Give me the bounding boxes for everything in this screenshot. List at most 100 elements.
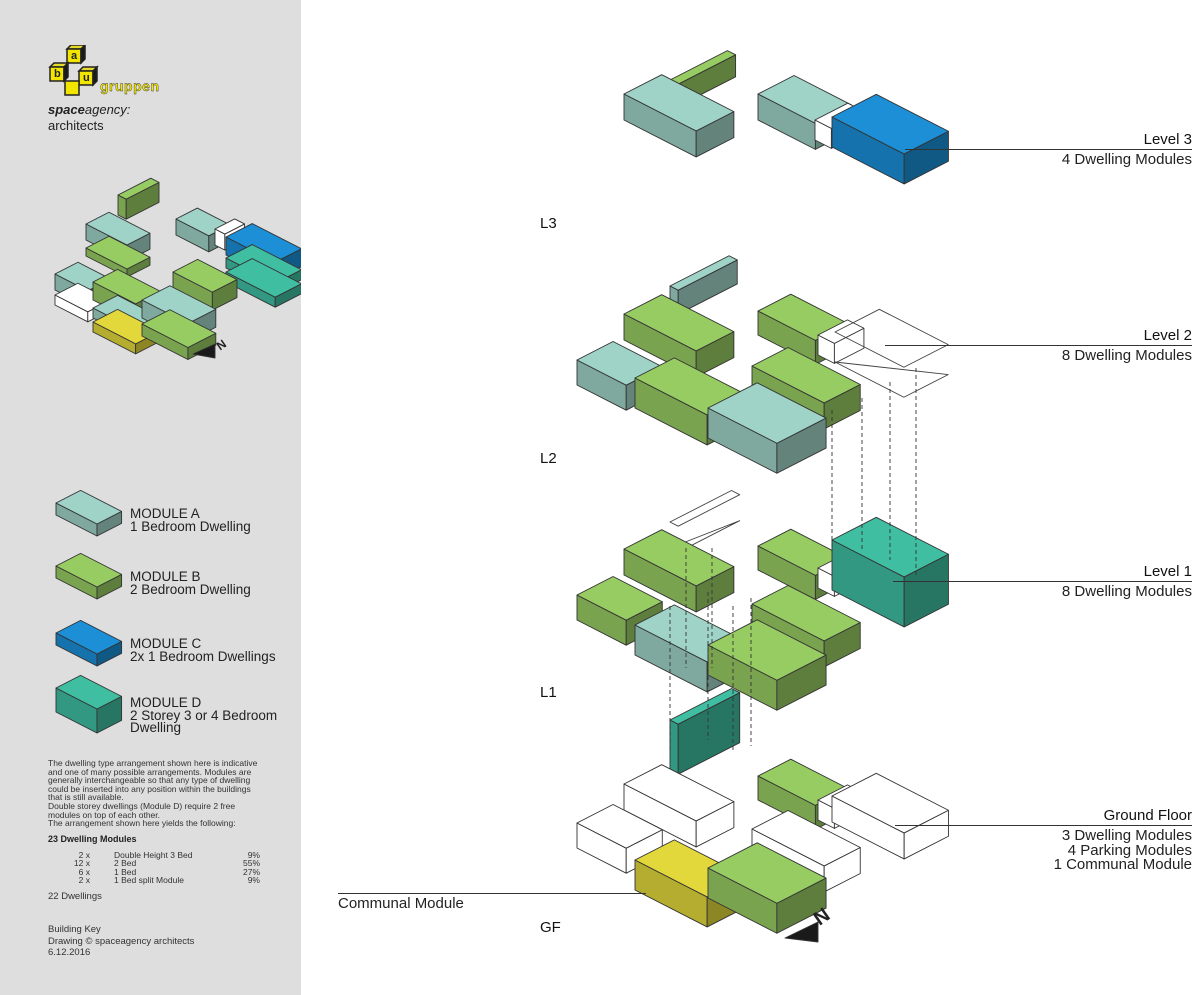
level-3-subtitle: 4 Dwelling Modules (1061, 151, 1192, 168)
legend-module-d: MODULE D 2 Storey 3 or 4 Bedroom Dwellin… (130, 695, 278, 735)
key-d2-side (274, 283, 301, 308)
bau-logo (48, 45, 99, 96)
legend-module-c-desc: 2x 1 Bedroom Dwellings (130, 648, 276, 664)
gf-module-d-front (669, 719, 679, 775)
description-line: generally interchangeable so that any ty… (48, 775, 251, 786)
mix-type: 1 Bed split Module (114, 875, 184, 886)
legend-module-b-title: MODULE B (130, 569, 201, 584)
key-b-4-top (141, 309, 217, 348)
legend-module-d-desc-2: Dwelling (130, 720, 182, 735)
level-2-subtitle: 8 Dwelling Modules (1061, 347, 1192, 364)
description-line: The arrangement shown here yields the fo… (48, 818, 236, 829)
leader-level-2 (885, 345, 1192, 346)
legend-module-a: MODULE A 1 Bedroom Dwelling (130, 506, 251, 534)
legend-module-d-desc-1: 2 Storey 3 or 4 Bedroom (130, 707, 278, 723)
communal-label: Communal Module (338, 895, 464, 912)
ground-floor-subtitle: 3 Dwelling Modules (1061, 827, 1192, 844)
legend-module-d-title: MODULE D (130, 695, 202, 710)
description-line: that is still available. (48, 792, 124, 803)
table-row: 2 x Double Height 3 Bed 9% (48, 850, 260, 860)
north-arrow-icon (784, 921, 819, 943)
logo-letter-b: b (54, 68, 61, 80)
level-code-l1: L1 (540, 684, 557, 701)
l1-module-b-5-top (707, 619, 827, 681)
description-line: could be inserted into any position with… (48, 783, 251, 794)
mix-type: Double Height 3 Bed (114, 850, 193, 860)
level-1-title: Level 1 (1143, 563, 1192, 580)
level-2-title: Level 2 (1143, 327, 1192, 344)
description-line: and one of many possible arrangements. M… (48, 766, 252, 777)
north-arrow-small-icon (192, 343, 216, 359)
leader-level-3 (905, 149, 1192, 150)
ground-floor-subtitles: 3 Dwelling Modules 4 Parking Modules 1 C… (1054, 827, 1192, 873)
description-line: modules on top of each other. (48, 809, 160, 820)
key-void-1-top (214, 218, 245, 235)
mix-type: 2 Bed (114, 858, 137, 869)
legend-module-b-desc: 2 Bedroom Dwelling (130, 581, 251, 597)
l3-module-a-left-top (623, 74, 735, 132)
key-d2-top (225, 258, 301, 298)
mix-qty: 2 x (78, 850, 90, 860)
mix-pct: 9% (247, 875, 260, 886)
gf-parking-2-top (831, 772, 949, 834)
legend-module-c-title: MODULE C (130, 636, 202, 651)
key-b-2-top (172, 258, 238, 293)
level-code-gf: GF (540, 919, 561, 936)
sidebar: a b u gruppen spaceagency: architects N … (0, 0, 301, 995)
dwellings-total: 22 Dwellings (48, 891, 102, 902)
l1-frame-top (669, 490, 741, 527)
key-b-1-top (85, 235, 151, 270)
dwelling-mix-table: 2 x Double Height 3 Bed 9% 12 x 2 Bed 55… (48, 851, 260, 885)
table-row: 6 x 1 Bed 27% (48, 866, 260, 877)
l2-frame-top (834, 308, 949, 368)
table-row: 12 x 2 Bed 55% (48, 858, 260, 869)
l2-module-a-2-top (707, 382, 827, 444)
ground-floor-title: Ground Floor (1103, 807, 1192, 824)
table-row: 2 x 1 Bed split Module 9% (48, 875, 260, 886)
l1-module-d-top (831, 516, 949, 578)
logo-wordmark: gruppen (100, 78, 160, 94)
footer-line: Drawing © spaceagency architects (48, 935, 195, 947)
legend-module-a-desc: 1 Bedroom Dwelling (130, 518, 251, 534)
firm-subtitle: architects (48, 118, 104, 133)
l3-module-c-top (831, 93, 949, 155)
firm-name-italic: agency: (84, 102, 131, 117)
l2-void-1-top (817, 319, 865, 344)
description-line: The dwelling type arrangement shown here… (48, 758, 258, 768)
mix-qty: 12 x (73, 858, 90, 869)
footer-line: Building Key (48, 924, 101, 935)
level-code-l3: L3 (540, 215, 557, 232)
l2-frame-base (834, 361, 949, 398)
level-code-l2: L2 (540, 450, 557, 467)
legend-module-a-title: MODULE A (130, 506, 200, 521)
ground-floor-subtitle: 4 Parking Modules (1067, 841, 1192, 859)
legend-module-c: MODULE C 2x 1 Bedroom Dwellings (130, 636, 276, 664)
level-3-title: Level 3 (1143, 131, 1192, 148)
leader-ground-floor (895, 825, 1192, 826)
logo-letter-u: u (83, 72, 90, 84)
summary-title: 23 Dwelling Modules (48, 834, 137, 844)
key-b-top-top (117, 177, 160, 200)
firm-name-bold: space (48, 102, 85, 117)
legend-module-b: MODULE B 2 Bedroom Dwelling (130, 569, 251, 597)
building-key-plan (54, 177, 301, 360)
legend-swatch-c-top (55, 619, 123, 655)
l2-module-a-back-top (669, 255, 738, 291)
l1-module-b-4-top (751, 585, 861, 642)
leader-communal (338, 893, 646, 894)
logo-letter-a: a (71, 50, 78, 62)
gf-parking-3-top (576, 804, 663, 849)
l2-module-b-1-top (623, 294, 735, 352)
mix-pct: 27% (242, 866, 260, 877)
l1-module-b-1-top (623, 529, 735, 587)
description-line: Double storey dwellings (Module D) requi… (48, 800, 236, 811)
l2-module-b-4-top (751, 347, 861, 404)
mix-pct: 55% (242, 858, 260, 869)
footer-line: 6.12.2016 (48, 947, 91, 958)
level-1-subtitle: 8 Dwelling Modules (1061, 583, 1192, 600)
gf-module-d-top (669, 688, 741, 725)
leader-level-1 (893, 581, 1192, 582)
gf-module-b-2-top (707, 842, 827, 904)
legend-swatches (55, 489, 123, 734)
